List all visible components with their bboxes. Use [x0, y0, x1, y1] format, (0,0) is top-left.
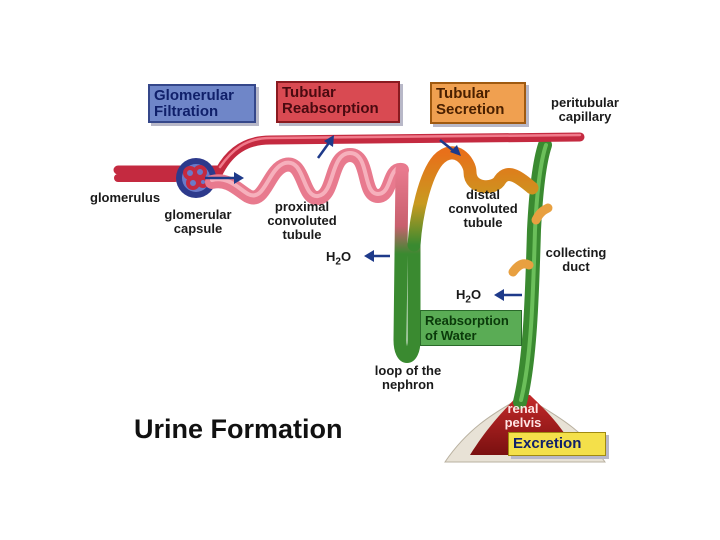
side-branch-upper [531, 203, 553, 225]
arrows [205, 135, 522, 301]
distal-convoluted-tubule-label: distal convoluted tubule [448, 187, 518, 230]
glomerulus-coils [183, 165, 209, 190]
reabsorption-of-water-label: Reabsorption of Water [425, 313, 509, 343]
collecting-duct-label: collecting duct [545, 245, 607, 274]
page-title: Urine Formation [134, 414, 343, 444]
water-label-duct: H2O [456, 287, 482, 306]
loop-of-the-nephron-label: loop of the nephron [374, 363, 442, 392]
reabsorption-of-water-box: Reabsorption of Water [420, 310, 522, 346]
tubular-reabsorption-label: Tubular Reabsorption [282, 84, 379, 117]
distal-convoluted-tubule-shape [407, 146, 539, 252]
excretion-box: Excretion [508, 432, 606, 456]
loop-of-the-nephron-shape [393, 163, 421, 363]
renal-pelvis-label: renal pelvis [504, 401, 542, 430]
glomerulus-label: glomerulus [90, 190, 161, 205]
tubular-secretion-label: Tubular Secretion [436, 85, 505, 118]
proximal-convoluted-tubule-label: proximal convoluted tubule [267, 199, 337, 242]
water-label-loop: H2O [326, 249, 352, 268]
tubular-secretion-box: Tubular Secretion [430, 82, 526, 124]
peritubular-capillary-label: peritubular capillary [551, 95, 619, 124]
excretion-label: Excretion [513, 435, 582, 452]
glomerular-filtration-box: Glomerular Filtration [148, 84, 256, 123]
glomerular-capsule-label: glomerular capsule [164, 207, 232, 236]
side-branch-lower [508, 259, 534, 277]
tubular-reabsorption-box: Tubular Reabsorption [276, 81, 400, 123]
glomerular-filtration-label: Glomerular Filtration [154, 87, 235, 120]
